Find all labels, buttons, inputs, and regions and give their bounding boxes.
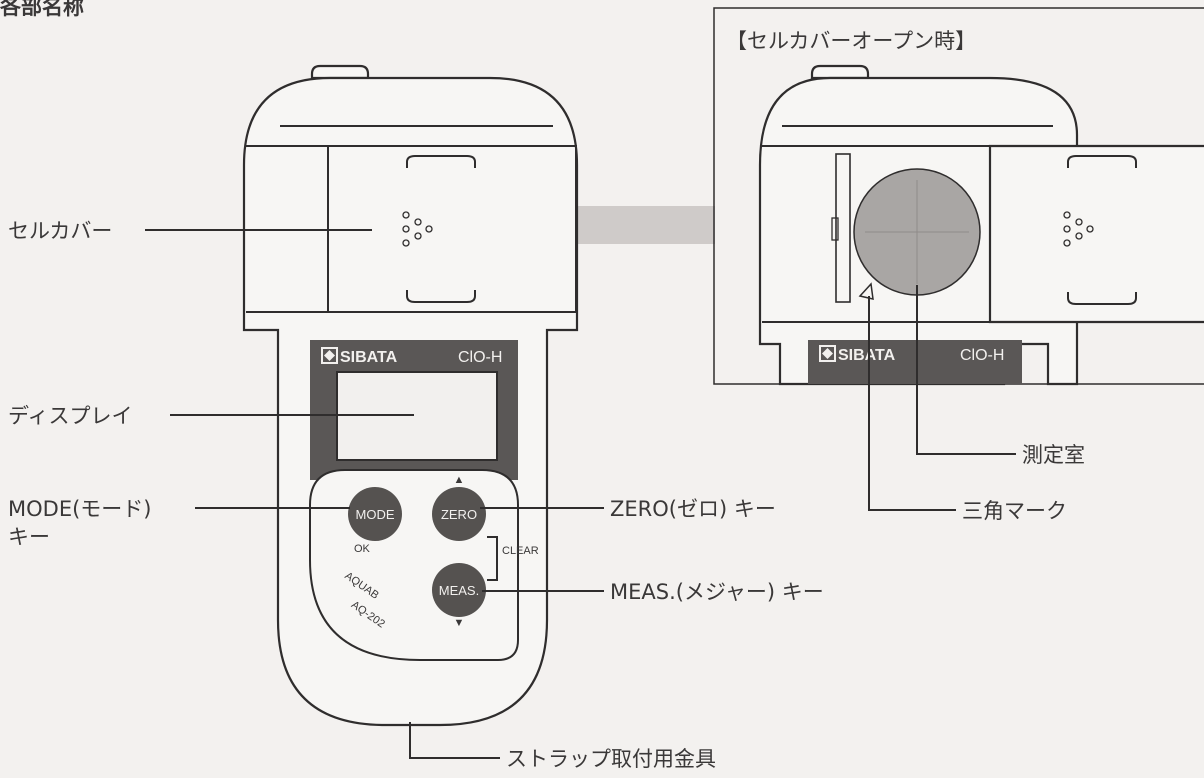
callout-mode-key-line1: MODE(モード) <box>8 497 151 521</box>
button-panel <box>309 469 519 661</box>
meas-button[interactable]: MEAS. <box>432 563 486 617</box>
callout-display: ディスプレイ <box>8 404 133 428</box>
zero-button[interactable]: ZERO <box>432 487 486 541</box>
device-open: SIBATA ClO-H <box>758 64 1204 386</box>
open-brand-panel <box>808 340 1022 384</box>
callout-measurement-chamber: 測定室 <box>1022 443 1085 467</box>
open-sibata-logo-icon <box>819 345 836 362</box>
cover-dots-icon <box>402 211 433 247</box>
callout-cell-cover: セルカバー <box>8 219 112 243</box>
clear-bracket <box>487 536 498 581</box>
callout-strap: ストラップ取付用金具 <box>506 747 716 771</box>
clear-label: CLEAR <box>502 545 539 557</box>
zero-button-label: ZERO <box>441 507 477 522</box>
mode-button-label: MODE <box>356 507 395 522</box>
callouts: セルカバー ディスプレイ MODE(モード) キー ZERO(ゼロ) キー ME… <box>8 219 1085 771</box>
mode-button[interactable]: MODE <box>348 487 402 541</box>
sibata-logo-icon <box>321 347 338 364</box>
open-cell-cover <box>988 144 1204 324</box>
device-main: SIBATA ClO-H ▲ MODE OK ZERO CLEAR MEAS. … <box>242 64 579 727</box>
ok-label: OK <box>354 543 371 555</box>
open-top-tab <box>810 64 870 80</box>
callout-zero-key: ZERO(ゼロ) キー <box>610 497 776 521</box>
down-arrow-icon: ▼ <box>454 617 465 629</box>
cover-hinge <box>835 153 851 303</box>
brand-name: SIBATA <box>340 349 398 366</box>
open-brand-name: SIBATA <box>838 347 896 364</box>
cover-grip-top <box>406 155 476 168</box>
top-tab <box>310 64 370 80</box>
cover-grip-bottom <box>406 290 476 303</box>
open-model-name: ClO-H <box>960 347 1004 364</box>
open-cover-dots-icon <box>1063 211 1094 247</box>
triangle-mark-icon <box>858 282 874 300</box>
callout-triangle-mark: 三角マーク <box>962 499 1067 523</box>
meas-button-label: MEAS. <box>439 583 479 598</box>
callout-meas-key: MEAS.(メジャー) キー <box>610 580 824 604</box>
up-arrow-icon: ▲ <box>454 474 465 486</box>
callout-mode-key-line2: キー <box>8 525 50 549</box>
header-title: 各部名称 <box>0 0 84 19</box>
connector-band <box>577 206 715 244</box>
model-name: ClO-H <box>458 349 502 366</box>
inset-title: 【セルカバーオープン時】 <box>726 29 976 53</box>
